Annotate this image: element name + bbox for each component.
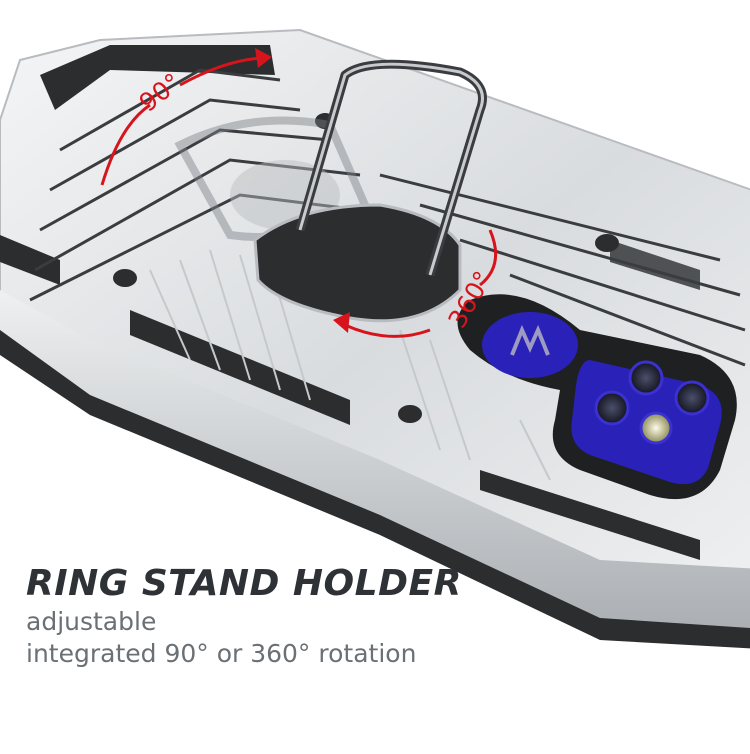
vertical-ribs	[149, 249, 551, 481]
ring-stand-icon	[253, 59, 487, 323]
camera-module-icon	[457, 294, 737, 500]
motorola-logo-icon	[510, 324, 550, 356]
feature-line-1: adjustable	[26, 607, 157, 636]
case-body	[0, 28, 750, 649]
product-caption: RING STAND HOLDER adjustable integrated …	[26, 562, 462, 670]
rotation-arrow-icon	[100, 48, 498, 338]
headline: RING STAND HOLDER	[26, 563, 462, 604]
feature-line-2: integrated 90° or 360° rotation	[26, 639, 417, 668]
